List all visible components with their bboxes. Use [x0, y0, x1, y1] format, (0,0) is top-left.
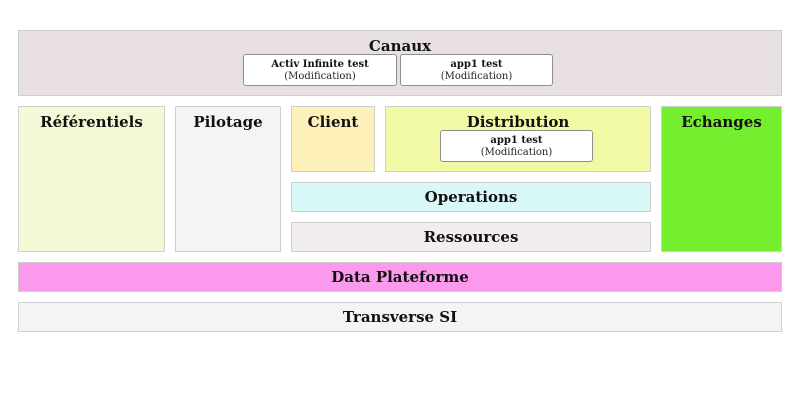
- zone-operations[interactable]: Operations: [291, 182, 651, 212]
- zone-transverse-si-title: Transverse SI: [342, 308, 458, 326]
- zone-transverse-si[interactable]: Transverse SI: [18, 302, 782, 332]
- zone-echanges-title: Echanges: [681, 113, 762, 131]
- app-card-app1-test[interactable]: app1 test (Modification): [400, 54, 553, 86]
- zone-client-title: Client: [307, 113, 359, 131]
- zone-distribution[interactable]: Distribution app1 test (Modification): [385, 106, 651, 172]
- app-card-activ-infinite-test[interactable]: Activ Infinite test (Modification): [243, 54, 397, 86]
- zone-echanges[interactable]: Echanges: [661, 106, 782, 252]
- zone-canaux[interactable]: Canaux Activ Infinite test (Modification…: [18, 30, 782, 96]
- app-card-status: (Modification): [440, 71, 513, 82]
- zone-distribution-title: Distribution: [466, 113, 570, 131]
- app-card-name: app1 test: [450, 59, 503, 70]
- zone-data-plateforme-title: Data Plateforme: [331, 268, 469, 286]
- zone-ressources[interactable]: Ressources: [291, 222, 651, 252]
- zone-pilotage-title: Pilotage: [193, 113, 263, 131]
- zone-ressources-title: Ressources: [423, 228, 519, 246]
- zone-operations-title: Operations: [424, 188, 518, 206]
- app-card-name: Activ Infinite test: [271, 59, 369, 70]
- app-card-status: (Modification): [284, 71, 356, 82]
- zone-client[interactable]: Client: [291, 106, 375, 172]
- zone-referentiels-title: Référentiels: [40, 113, 143, 131]
- zone-referentiels[interactable]: Référentiels: [18, 106, 165, 252]
- app-card-app1-test[interactable]: app1 test (Modification): [440, 130, 593, 162]
- zone-pilotage[interactable]: Pilotage: [175, 106, 281, 252]
- app-card-status: (Modification): [480, 147, 553, 158]
- zone-data-plateforme[interactable]: Data Plateforme: [18, 262, 782, 292]
- zone-canaux-title: Canaux: [368, 37, 432, 55]
- app-card-name: app1 test: [490, 135, 543, 146]
